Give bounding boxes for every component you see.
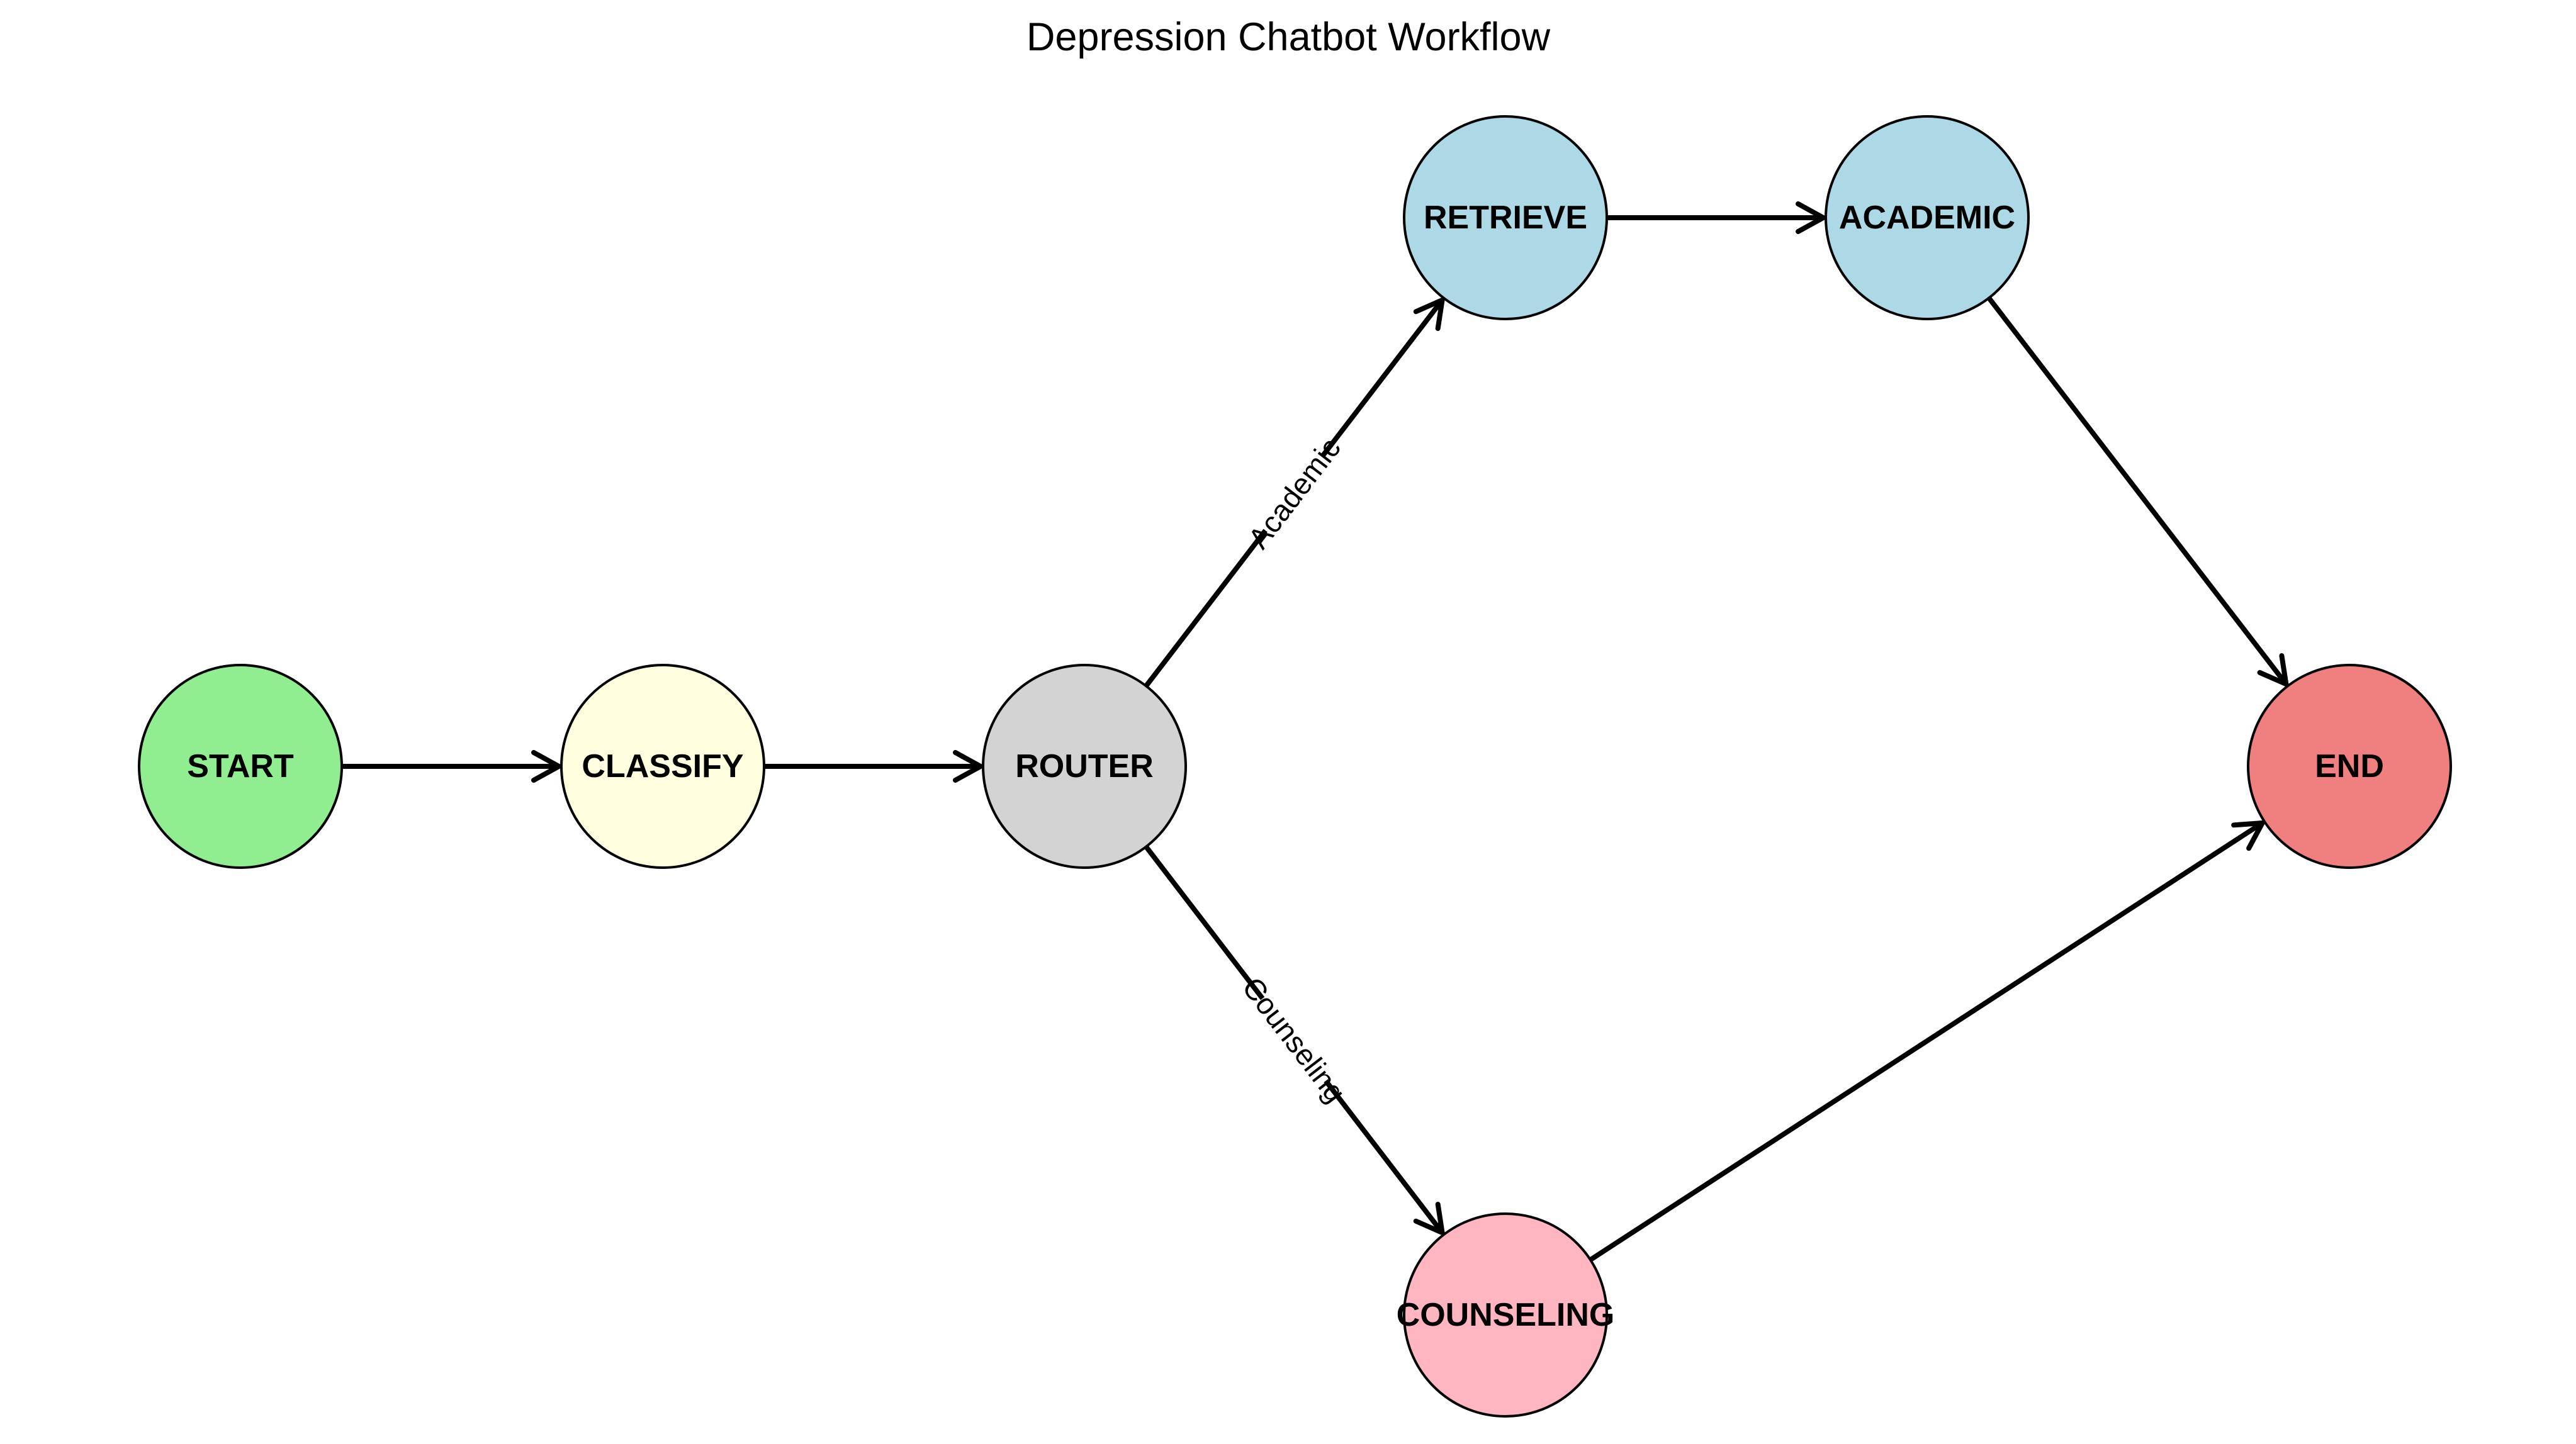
node-label: END bbox=[2315, 748, 2384, 785]
node-label: ROUTER bbox=[1015, 748, 1154, 785]
arrow-head bbox=[1796, 201, 1826, 234]
node-circle bbox=[1825, 115, 2030, 320]
arrow-head bbox=[1413, 1201, 1445, 1236]
node-circle bbox=[560, 664, 765, 869]
node-academic: ACADEMIC bbox=[1825, 115, 2030, 320]
edge-router-counseling bbox=[1144, 845, 1445, 1236]
node-start: START bbox=[138, 664, 343, 869]
node-label: ACADEMIC bbox=[1839, 199, 2015, 236]
node-circle bbox=[138, 664, 343, 869]
node-retrieve: RETRIEVE bbox=[1403, 115, 1608, 320]
node-circle bbox=[1403, 115, 1608, 320]
edge-line-segment bbox=[1324, 1079, 1444, 1234]
edge-line-segment bbox=[1144, 845, 1265, 1000]
arrow-head bbox=[2257, 653, 2289, 687]
arrow-head bbox=[1413, 297, 1445, 332]
diagram-title: Depression Chatbot Workflow bbox=[1026, 15, 1551, 59]
edges bbox=[342, 201, 2289, 1262]
edge-academic-end bbox=[1987, 296, 2289, 687]
node-label: RETRIEVE bbox=[1424, 199, 1587, 236]
node-router: ROUTER bbox=[982, 664, 1187, 869]
node-circle bbox=[982, 664, 1187, 869]
edge-router-retrieve bbox=[1144, 297, 1445, 688]
node-classify: CLASSIFY bbox=[560, 664, 765, 869]
edge-line bbox=[1987, 296, 2288, 686]
edge-line bbox=[1589, 820, 2264, 1262]
edge-line-segment bbox=[1320, 298, 1444, 457]
node-counseling: COUNSELING bbox=[1397, 1212, 1615, 1418]
node-label: COUNSELING bbox=[1397, 1297, 1615, 1333]
edge-line-segment bbox=[1144, 529, 1268, 688]
edge-start-classify bbox=[342, 750, 561, 783]
edge-classify-router bbox=[764, 750, 983, 783]
node-end: END bbox=[2247, 664, 2452, 869]
node-circle bbox=[2247, 664, 2452, 869]
arrow-head bbox=[2231, 820, 2265, 851]
node-label: START bbox=[187, 748, 294, 785]
node-circle bbox=[1403, 1212, 1608, 1418]
arrow-head bbox=[953, 750, 983, 783]
node-label: CLASSIFY bbox=[582, 748, 743, 785]
arrow-head bbox=[531, 750, 561, 783]
edge-counseling-end bbox=[1589, 820, 2265, 1262]
edge-retrieve-academic bbox=[1607, 201, 1826, 234]
nodes: START CLASSIFY ROUTER RETRIEVE ACADEMIC COUNS… bbox=[138, 115, 2452, 1418]
